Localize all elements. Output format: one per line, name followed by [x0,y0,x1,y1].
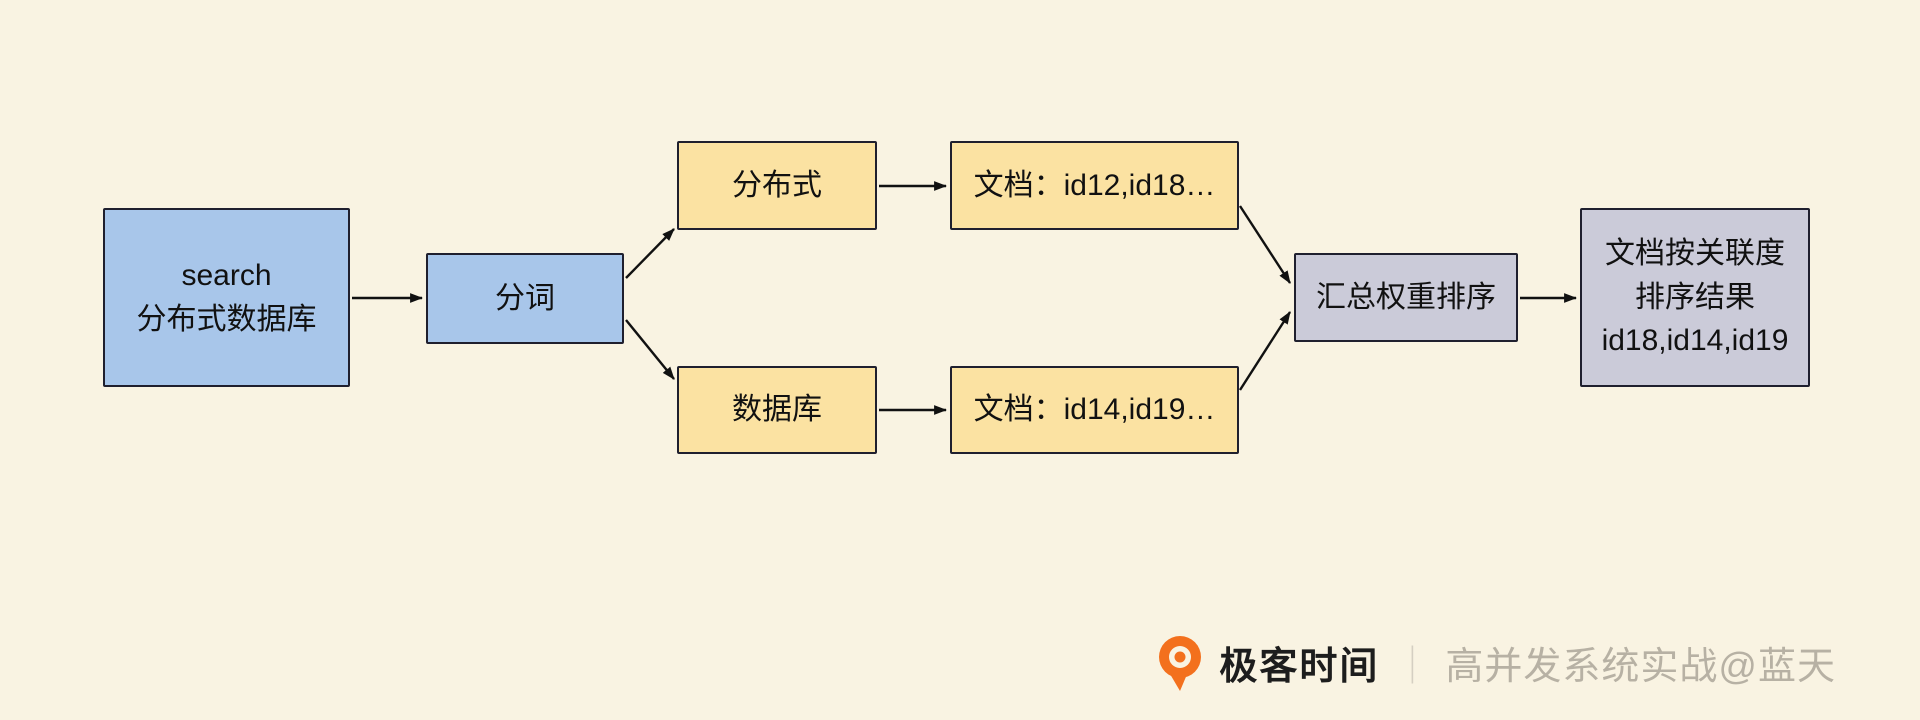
edge-docs1-rank [1238,205,1292,284]
separator: ｜ [1393,645,1432,688]
edge-segment-term1 [625,228,675,279]
node-search-query-label: search 分布式数据库 [136,259,317,336]
node-sorted-result: 文档按关联度 排序结果 id18,id14,id19 [1580,208,1810,387]
node-docs-distributed-label: 文档：id12,id18… [973,168,1216,202]
node-term-distributed: 分布式 [677,141,877,230]
node-term-distributed-label: 分布式 [732,168,822,202]
node-sorted-result-label: 文档按关联度 排序结果 id18,id14,id19 [1601,237,1789,358]
geektime-logo-icon [1153,632,1207,692]
node-rank-by-weight-label: 汇总权重排序 [1316,280,1496,314]
node-word-segmentation-label: 分词 [495,281,555,315]
watermark: 极客时间 ｜ 高并发系统实战@蓝天 [1153,632,1836,692]
node-word-segmentation: 分词 [426,253,624,344]
brand-name: 极客时间 [1219,645,1380,688]
node-docs-database-label: 文档：id14,id19… [973,393,1216,427]
credit-text: 高并发系统实战@蓝天 [1445,645,1836,688]
node-rank-by-weight: 汇总权重排序 [1294,253,1518,342]
node-docs-distributed: 文档：id12,id18… [950,141,1239,230]
node-search-query: search 分布式数据库 [103,208,350,387]
node-term-database-label: 数据库 [732,393,822,427]
edge-docs2-rank [1238,311,1292,391]
node-term-database: 数据库 [677,366,877,454]
node-docs-database: 文档：id14,id19… [950,366,1239,454]
edge-segment-term2 [625,319,675,380]
